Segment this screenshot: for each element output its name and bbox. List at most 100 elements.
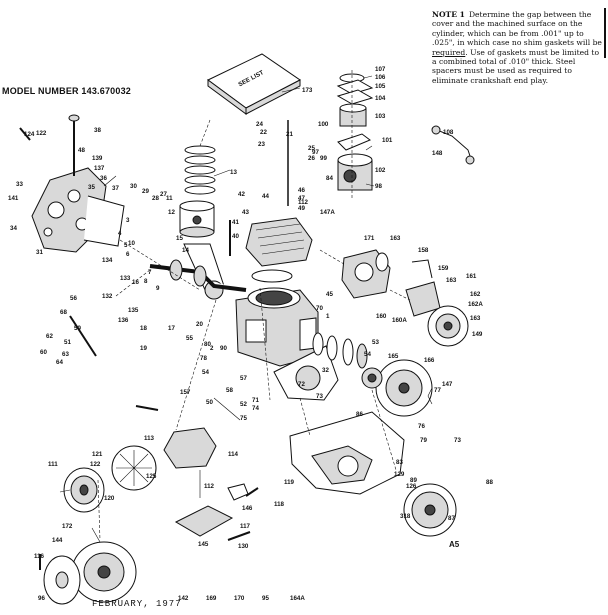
part-number-label: 68 <box>60 309 67 316</box>
part-number-label: 12 <box>168 209 175 216</box>
flywheel <box>375 359 433 417</box>
part-number-label: 43 <box>242 209 249 216</box>
part-number-label: 18 <box>140 325 147 332</box>
part-number-label: 120 <box>104 495 115 502</box>
part-number-label: 87 <box>448 515 455 522</box>
part-number-label: 55 <box>186 335 193 342</box>
part-number-label: 132 <box>102 293 113 300</box>
bearing-rings <box>312 332 368 369</box>
part-number-label: 34 <box>10 225 17 232</box>
pulley-disc <box>111 445 157 491</box>
part-number-label: 58 <box>226 387 233 394</box>
fasteners <box>19 120 289 570</box>
part-number-label: 22 <box>260 129 267 136</box>
part-number-label: 52 <box>240 401 247 408</box>
part-number-label: 142 <box>178 595 189 602</box>
part-number-label: 108 <box>443 129 454 136</box>
part-number-label: 32 <box>322 367 329 374</box>
part-number-label: 99 <box>320 155 327 162</box>
page-identifier: A5 <box>449 540 460 549</box>
part-number-label: 163 <box>390 235 401 242</box>
part-number-label: 7 <box>148 269 152 276</box>
part-number-label: 137 <box>94 165 105 172</box>
hub-cap <box>43 555 81 605</box>
air-baffle <box>273 345 339 401</box>
part-number-label: 170 <box>234 595 245 602</box>
part-number-label: 37 <box>112 185 119 192</box>
part-number-label: 116 <box>34 553 45 560</box>
part-number-label: 9 <box>156 285 160 292</box>
part-number-label: 90 <box>220 345 227 352</box>
part-number-label: 49 <box>298 205 305 212</box>
part-number-label: 112 <box>204 483 215 490</box>
part-number-label: 51 <box>64 339 71 346</box>
part-number-label: 44 <box>262 193 269 200</box>
part-number-label: 130 <box>238 543 249 550</box>
part-number-label: 41 <box>232 219 239 226</box>
part-number-label: 100 <box>318 121 329 128</box>
part-number-label: 14 <box>182 247 189 254</box>
part-number-label: 84 <box>326 175 333 182</box>
part-number-label: 129 <box>394 471 405 478</box>
part-number-label: 71 <box>252 397 259 404</box>
part-number-label: 141 <box>8 195 19 202</box>
part-number-label: 11 <box>166 195 173 202</box>
part-number-label: 29 <box>142 188 149 195</box>
part-number-label: 135 <box>128 307 139 314</box>
starter-screen <box>403 483 457 537</box>
part-number-label: 20 <box>196 321 203 328</box>
part-number-label: 162 <box>470 291 481 298</box>
part-number-label: 40 <box>232 233 239 240</box>
part-number-label: 45 <box>326 291 333 298</box>
part-number-label: 158 <box>418 247 429 254</box>
part-number-label: 28 <box>152 195 159 202</box>
part-number-label: 2 <box>210 345 214 352</box>
part-number-label: 73 <box>316 393 323 400</box>
part-number-label: 125 <box>146 473 157 480</box>
crankcase-cover <box>31 167 125 253</box>
part-number-label: 121 <box>92 451 103 458</box>
part-number-label: 59 <box>74 325 81 332</box>
part-number-label: 164A <box>290 595 305 602</box>
part-number-label: 117 <box>240 523 251 530</box>
part-number-label: 23 <box>258 141 265 148</box>
part-number-label: 42 <box>238 191 245 198</box>
part-number-label: 103 <box>375 113 386 120</box>
part-number-label: 36 <box>100 175 107 182</box>
part-number-label: 104 <box>375 95 386 102</box>
starter-cup <box>361 367 383 389</box>
part-number-label: 122 <box>90 461 101 468</box>
part-number-label: 119 <box>284 479 295 486</box>
part-number-label: 75 <box>240 415 247 422</box>
drive-pulley <box>63 467 105 513</box>
part-number-label: 70 <box>316 305 323 312</box>
part-number-label: 102 <box>375 167 386 174</box>
part-number-label: 15 <box>176 235 183 242</box>
part-number-label: 157 <box>180 389 191 396</box>
part-number-label: 86 <box>356 411 363 418</box>
part-number-label: 160A <box>392 317 407 324</box>
part-number-label: 46 <box>298 187 305 194</box>
part-number-label: 124 <box>24 131 35 138</box>
part-number-label: 139 <box>92 155 103 162</box>
part-number-label: 47 <box>298 195 305 202</box>
choke-bracket <box>431 125 475 165</box>
part-number-label: 31 <box>36 249 43 256</box>
part-number-label: 64 <box>56 359 63 366</box>
part-number-label: 33 <box>16 181 23 188</box>
magneto-armature <box>427 305 469 347</box>
part-number-label: 112 <box>298 199 309 206</box>
part-number-label: 24 <box>256 121 263 128</box>
binding-edge-bar <box>604 8 606 58</box>
part-number-label: 166 <box>424 357 435 364</box>
part-number-label: 163 <box>470 315 481 322</box>
note-label: NOTE 1 <box>432 10 465 19</box>
part-number-label: 5 <box>124 242 128 249</box>
part-number-label: 38 <box>94 127 101 134</box>
part-number-label: 160 <box>376 313 387 320</box>
part-number-label: 149 <box>472 331 483 338</box>
part-number-label: 105 <box>375 83 386 90</box>
